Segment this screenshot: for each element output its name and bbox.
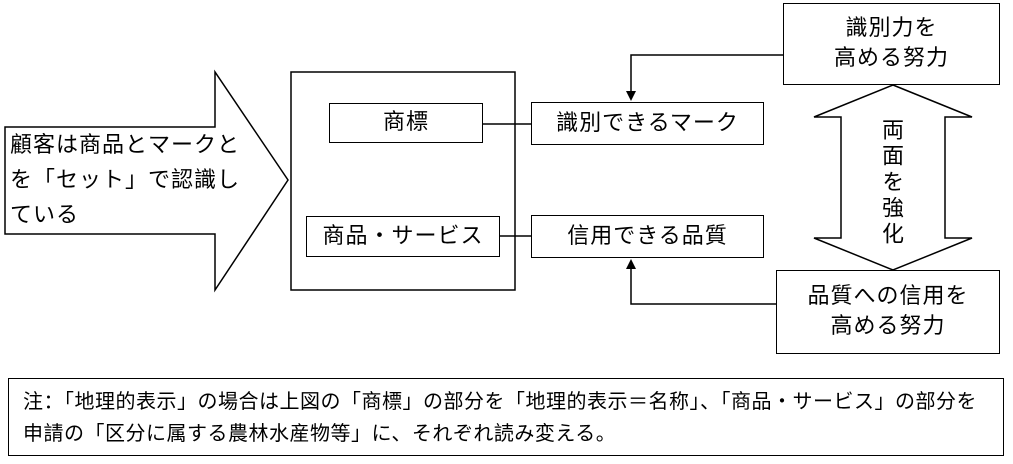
trademark-box: 商標 [329,103,483,143]
customer-arrow-label: 顧客は商品とマークとを「セット」で認識している [10,133,241,228]
goods-services-box: 商品・サービス [306,216,500,257]
quality-trust-effort-box: 品質への信用を 高める努力 [776,270,1000,354]
strengthen-both-label: 両面を強化 [878,118,903,248]
distinctiveness-effort-box: 識別力を 高める努力 [783,3,1000,85]
identifiable-mark-box: 識別できるマーク [531,102,764,145]
note-box: 注：「地理的表示」の場合は上図の「商標」の部分を「地理的表示＝名称」、「商品・サ… [8,378,1004,456]
customer-arrow-shape [4,69,289,293]
trusted-quality-box: 信用できる品質 [531,215,764,258]
arrow-quality [626,259,776,305]
arrow-distinctiveness [626,54,783,101]
